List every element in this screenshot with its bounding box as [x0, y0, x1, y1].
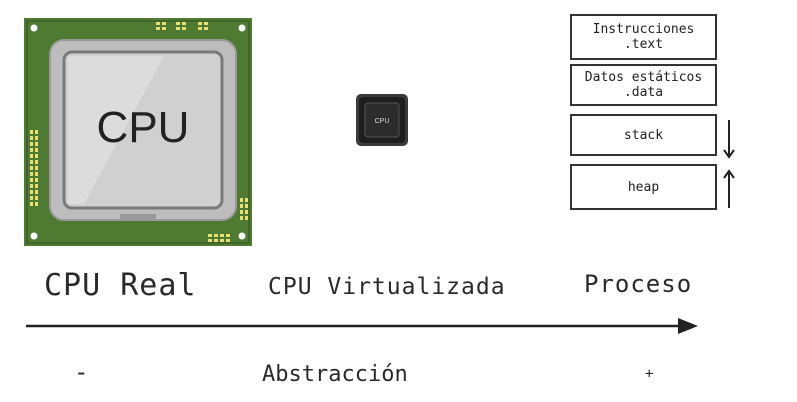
segment-data-line1: Datos estáticos	[584, 70, 703, 85]
heap-up-arrow-icon	[723, 169, 735, 208]
label-proceso: Proceso	[584, 270, 693, 298]
abstraction-axis-arrow	[26, 318, 698, 334]
axis-plus-marker: +	[645, 366, 654, 382]
segment-text-line1: Instrucciones	[592, 22, 695, 37]
cpu-real-chip-text: CPU	[97, 103, 190, 152]
segment-stack-label: stack	[623, 127, 664, 143]
memory-segment-heap: heap	[570, 164, 717, 210]
cpu-virtual-icon: CPU	[356, 94, 408, 146]
stack-down-arrow-icon	[723, 120, 735, 159]
segment-text-line2: .text	[623, 37, 664, 52]
memory-segment-text: Instrucciones .text	[570, 14, 717, 60]
label-cpu-real: CPU Real	[44, 268, 197, 303]
cpu-real-chip: CPU	[24, 18, 252, 246]
memory-segment-stack: stack	[570, 114, 717, 156]
axis-minus-marker: -	[74, 358, 89, 386]
segment-heap-label: heap	[627, 179, 660, 195]
label-cpu-virtualizada: CPU Virtualizada	[268, 274, 506, 300]
axis-label-abstraccion: Abstracción	[262, 362, 408, 387]
cpu-pins	[30, 22, 248, 242]
segment-data-line2: .data	[623, 85, 664, 100]
cpu-virtual-chip-text: CPU	[375, 118, 390, 125]
memory-segment-data: Datos estáticos .data	[570, 64, 717, 106]
